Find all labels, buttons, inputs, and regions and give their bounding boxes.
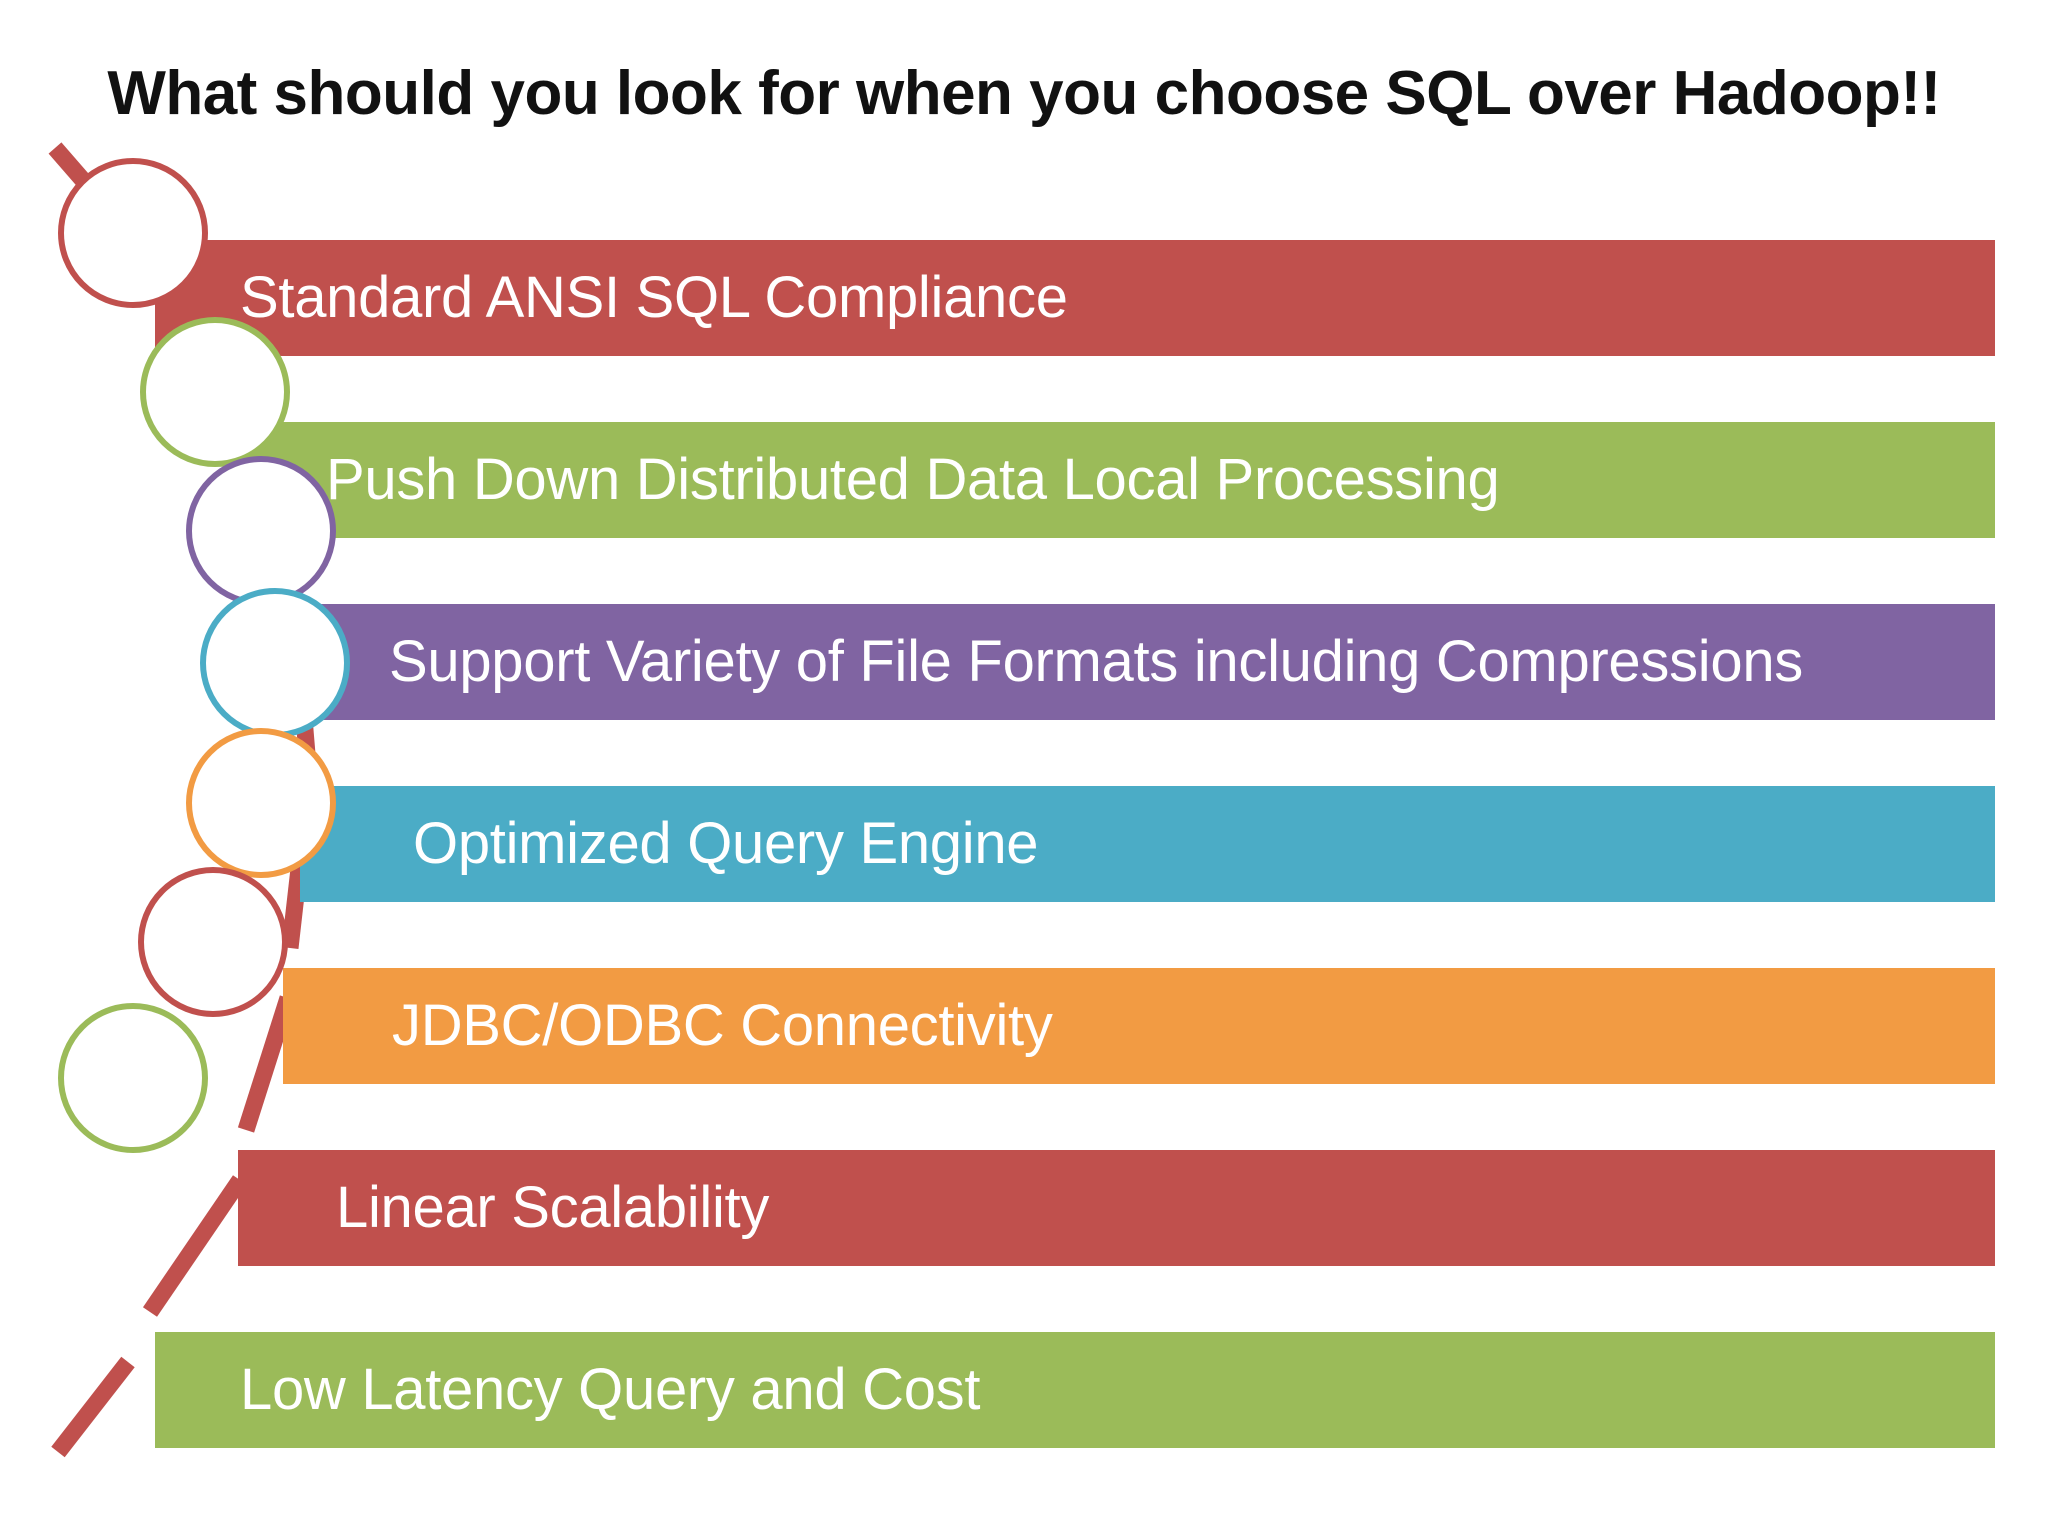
feature-bar-label: Linear Scalability: [336, 1175, 770, 1240]
page-title: What should you look for when you choose…: [107, 59, 1941, 128]
connector-line-8: [51, 1356, 135, 1458]
feature-bar-label: Optimized Query Engine: [413, 811, 1039, 876]
step-circle-3[interactable]: [186, 456, 336, 606]
feature-bar-label: Low Latency Query and Cost: [240, 1357, 981, 1422]
step-circle-2[interactable]: [140, 317, 290, 467]
feature-bar-1[interactable]: Standard ANSI SQL Compliance: [155, 240, 1995, 356]
feature-bar-label: Push Down Distributed Data Local Process…: [326, 447, 1500, 512]
feature-bar-7[interactable]: Low Latency Query and Cost: [155, 1332, 1995, 1448]
step-circle-6[interactable]: [138, 867, 288, 1017]
feature-bar-2[interactable]: Push Down Distributed Data Local Process…: [238, 422, 1995, 538]
feature-bar-5[interactable]: JDBC/ODBC Connectivity: [283, 968, 1995, 1084]
feature-bar-3[interactable]: Support Variety of File Formats includin…: [285, 604, 1995, 720]
feature-bar-label: JDBC/ODBC Connectivity: [392, 993, 1053, 1058]
feature-bar-4[interactable]: Optimized Query Engine: [300, 786, 1995, 902]
step-circle-1[interactable]: [58, 158, 208, 308]
connector-line-6: [237, 995, 297, 1133]
step-circle-4[interactable]: [200, 588, 350, 738]
step-circle-7[interactable]: [58, 1003, 208, 1153]
feature-bar-label: Standard ANSI SQL Compliance: [240, 265, 1068, 330]
feature-bar-label: Support Variety of File Formats includin…: [389, 629, 1803, 694]
connector-line-7: [142, 1175, 248, 1317]
step-circle-5[interactable]: [186, 728, 336, 878]
feature-bar-6[interactable]: Linear Scalability: [238, 1150, 1995, 1266]
